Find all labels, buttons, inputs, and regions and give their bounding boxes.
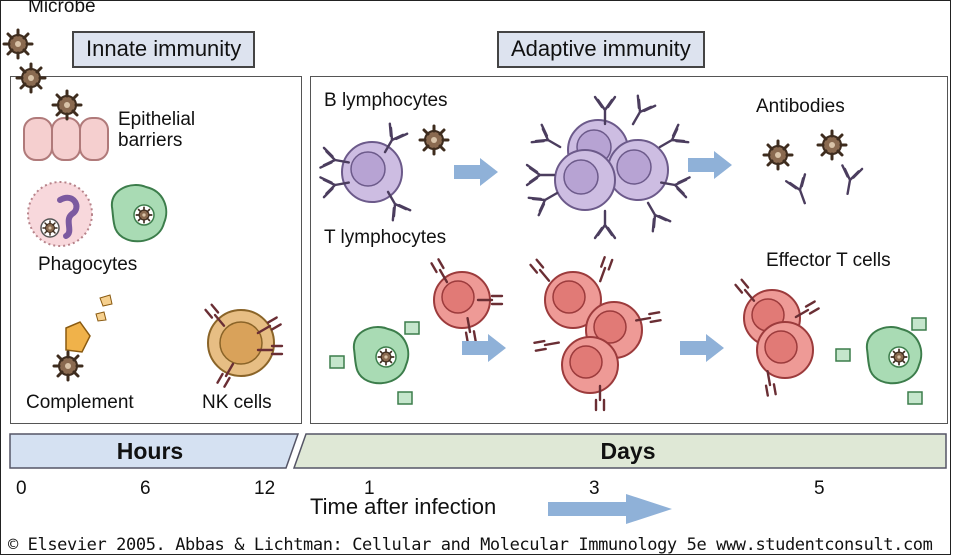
hour-tick: 0 bbox=[16, 478, 27, 499]
day-tick: 1 bbox=[364, 478, 375, 499]
phagocytes-label: Phagocytes bbox=[38, 254, 138, 275]
arrow-right-icon bbox=[462, 334, 506, 362]
innate-immunity-title: Innate immunity bbox=[72, 31, 256, 68]
copyright-credit: © Elsevier 2005. Abbas & Lichtman: Cellu… bbox=[8, 535, 933, 555]
arrow-right-icon bbox=[688, 151, 732, 179]
days-bar-label: Days bbox=[600, 438, 656, 464]
hour-tick: 12 bbox=[254, 478, 276, 499]
complement-icon bbox=[52, 294, 113, 382]
nk-cells-label: NK cells bbox=[202, 392, 272, 413]
effector-t-cells-icon bbox=[734, 278, 927, 405]
arrow-right-icon bbox=[680, 334, 724, 362]
day-tick: 3 bbox=[589, 478, 600, 499]
epithelial-label-line2: barriers bbox=[118, 130, 183, 151]
b-lymphocyte-cluster-icon bbox=[525, 94, 691, 240]
microbe-label: Microbe bbox=[28, 0, 96, 17]
antibodies-icon bbox=[762, 129, 864, 208]
microbe-icon bbox=[2, 28, 34, 60]
macrophage-icon bbox=[112, 185, 166, 241]
antibodies-label: Antibodies bbox=[756, 96, 845, 117]
t-lymphocytes-label: T lymphocytes bbox=[324, 227, 447, 248]
t-lymphocyte-cluster-icon bbox=[529, 256, 662, 412]
epithelial-label-line1: Epithelial bbox=[118, 109, 196, 130]
axis-title: Time after infection bbox=[310, 494, 497, 519]
t-lymphocyte-icon bbox=[430, 258, 504, 344]
b-lymphocytes-label: B lymphocytes bbox=[324, 90, 448, 111]
antigen-presenting-cell-icon bbox=[329, 321, 420, 405]
effector-t-cells-label: Effector T cells bbox=[766, 250, 891, 271]
arrow-right-icon bbox=[454, 158, 498, 186]
adaptive-immunity-title: Adaptive immunity bbox=[497, 31, 705, 68]
microbe-icon bbox=[15, 62, 47, 94]
hours-bar bbox=[9, 433, 300, 469]
neutrophil-icon bbox=[27, 181, 93, 247]
b-lymphocyte-icon bbox=[319, 122, 450, 222]
day-tick: 5 bbox=[814, 478, 825, 499]
hour-tick: 6 bbox=[140, 478, 151, 499]
hours-bar-label: Hours bbox=[116, 438, 184, 464]
epithelial-barrier-icon bbox=[23, 89, 109, 161]
time-arrow-icon bbox=[548, 494, 672, 524]
days-bar bbox=[292, 433, 947, 469]
complement-label: Complement bbox=[26, 392, 134, 413]
nk-cell-icon bbox=[204, 303, 284, 388]
